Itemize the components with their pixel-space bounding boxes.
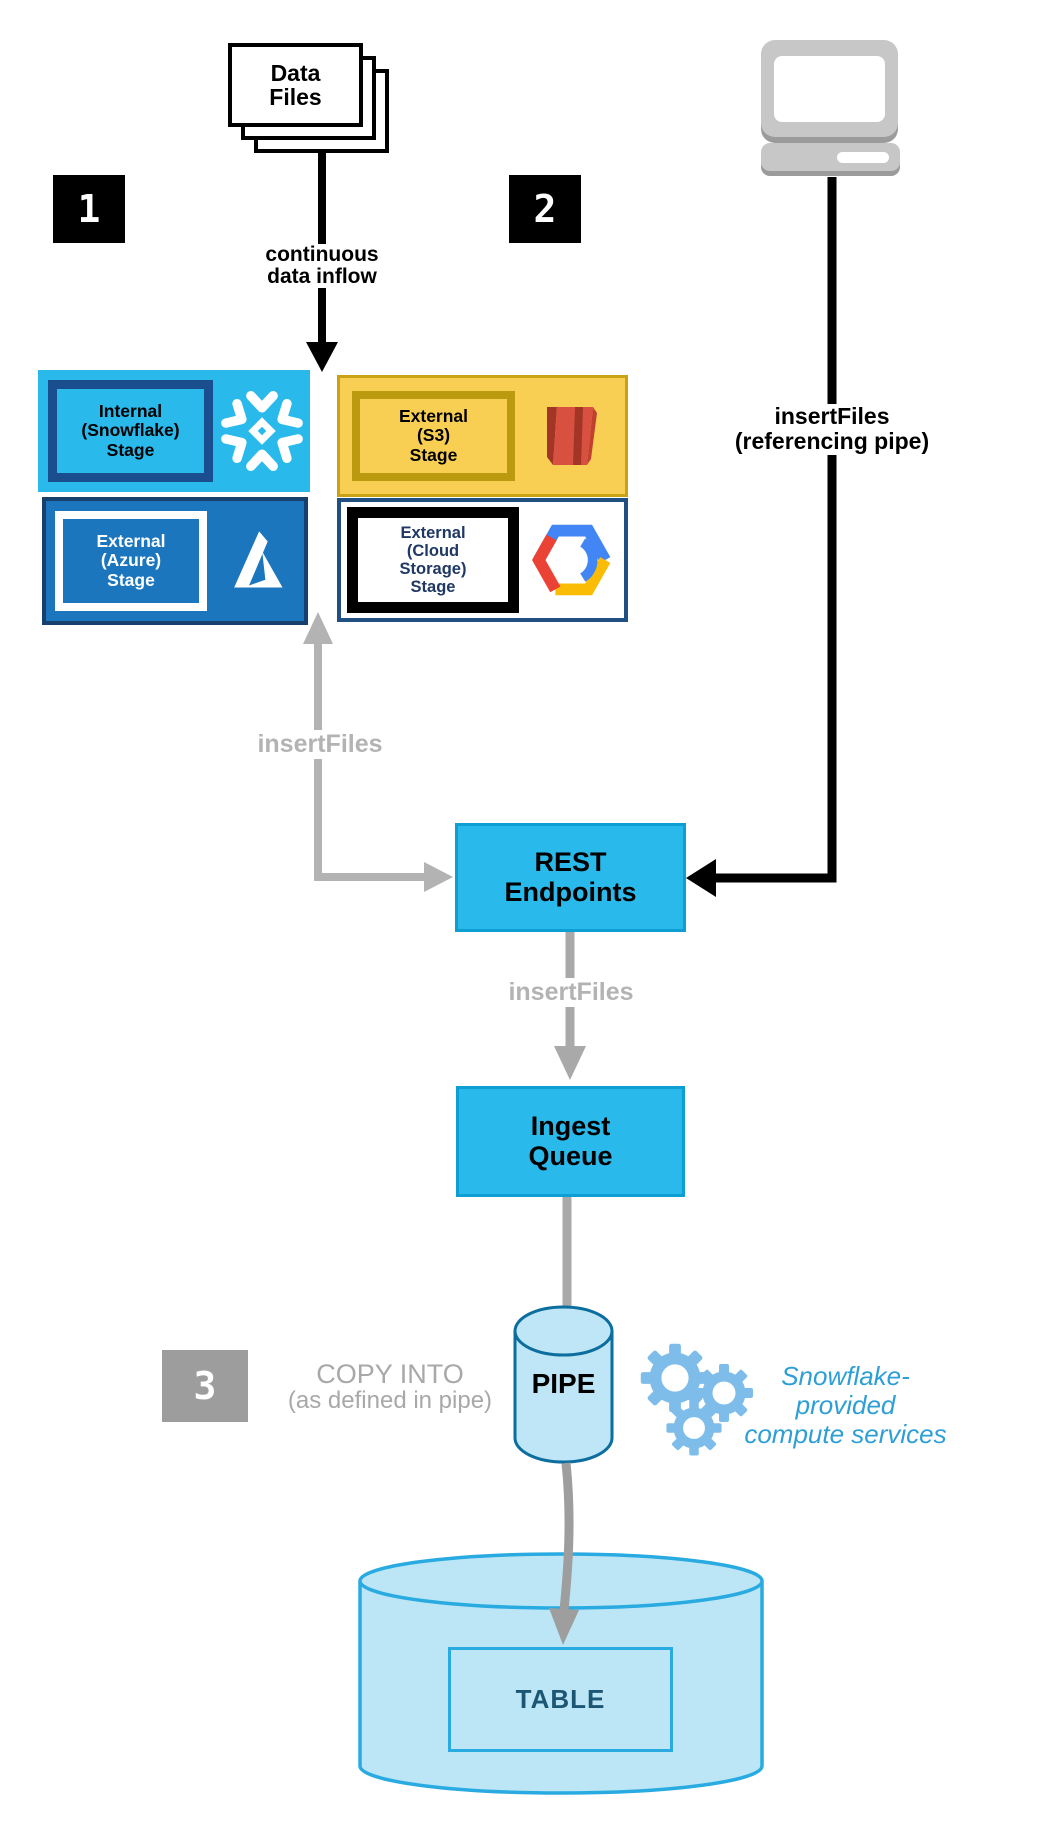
compute-services-label: Snowflake-provided compute services [744,1361,947,1450]
pipe-cylinder [513,1305,614,1464]
step-3-number: 3 [193,1364,217,1408]
step-1-number: 1 [77,187,101,231]
google-cloud-icon [519,520,624,600]
arrow-pipe-to-table [549,1462,579,1645]
insertfiles-stages-label: insertFiles [220,730,420,759]
step-2-badge: 2 [509,175,581,243]
insertfiles-pipe-label: insertFiles (referencing pipe) [702,403,962,455]
insertfiles-queue-label: insertFiles [471,978,671,1007]
stage-azure-label: External (Azure) Stage [55,511,207,611]
snowflake-icon [213,388,310,474]
copy-into-line1: COPY INTO [316,1359,464,1389]
copy-into-line2: (as defined in pipe) [287,1387,493,1414]
azure-icon [207,522,304,600]
stage-internal-label: Internal (Snowflake) Stage [48,380,213,482]
stage-external-s3: External (S3) Stage [337,375,628,497]
database-cylinder [358,1552,764,1795]
stage-internal-snowflake: Internal (Snowflake) Stage [38,370,310,492]
laptop-icon [761,40,900,171]
pipe-label: PIPE [531,1368,596,1399]
step-1-badge: 1 [53,175,125,243]
arrow-rest-to-stages [303,612,453,892]
data-files-label: Data Files [269,59,322,110]
copy-into-label: COPY INTO (as defined in pipe) [250,1361,530,1414]
aws-s3-icon [515,399,625,473]
stage-cloud-label: External (Cloud Storage) Stage [347,507,519,613]
step-2-number: 2 [533,187,557,231]
stage-external-azure: External (Azure) Stage [42,497,308,625]
laptop-base [761,143,900,171]
ingest-queue-node: Ingest Queue [456,1086,685,1197]
laptop-slot [837,152,889,163]
arrow-laptop-to-rest [686,177,837,897]
continuous-inflow-label: continuous data inflow [192,243,452,289]
stage-s3-label: External (S3) Stage [352,391,515,481]
table-node: TABLE [448,1647,673,1752]
document-stack-icon: Data Files [228,43,363,127]
step-3-badge: 3 [162,1350,248,1422]
rest-endpoints-node: REST Endpoints [455,823,686,932]
laptop-screen [774,55,885,122]
stage-external-cloud-storage: External (Cloud Storage) Stage [337,498,628,622]
gears-icon [640,1343,753,1456]
laptop-monitor [761,40,898,137]
